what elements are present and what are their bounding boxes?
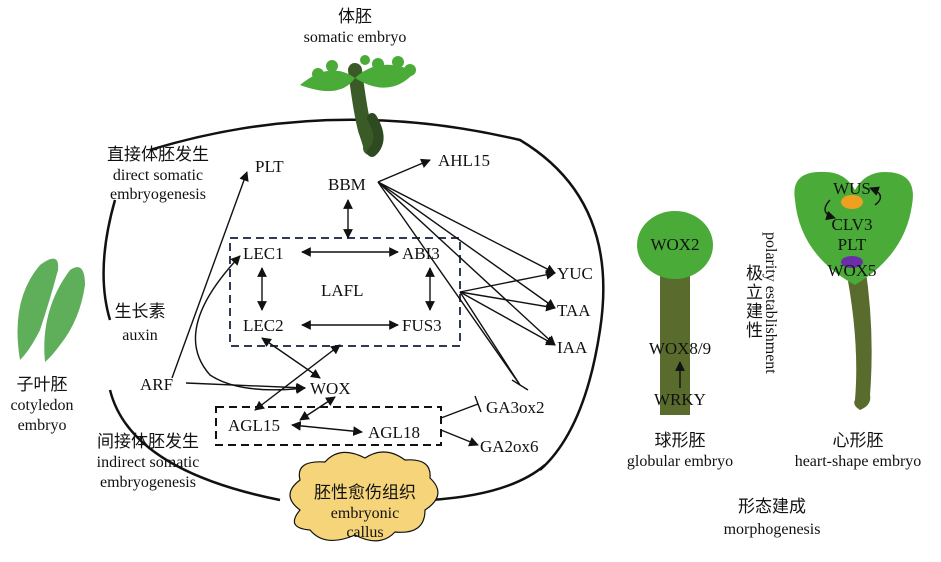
cotyledon-embryo-icon	[17, 258, 85, 362]
gene-wox5: WOX5	[827, 261, 876, 280]
somatic-embryo-icon	[300, 55, 416, 157]
gene-clv3: CLV3	[832, 215, 873, 234]
cycle-arc-bottom-right	[429, 464, 546, 502]
direct-en1: direct somatic	[113, 167, 203, 184]
heart-cn: 心形胚	[833, 431, 884, 451]
gene-arf: ARF	[140, 375, 173, 394]
gene-fus3: FUS3	[402, 316, 442, 335]
indirect-cn: 间接体胚发生	[97, 432, 199, 452]
top-embryo-en: somatic embryo	[304, 29, 407, 46]
globular-embryo-icon	[637, 211, 713, 415]
indirect-en1: indirect somatic	[97, 454, 200, 471]
gene-agl18: AGL18	[368, 423, 420, 442]
gene-ga3ox2: GA3ox2	[486, 398, 545, 417]
callus-cn: 胚性愈伤组织	[314, 483, 416, 503]
cycle-arc-top	[149, 118, 605, 471]
network-arrows	[171, 158, 556, 447]
cycle-arc-left	[102, 199, 117, 321]
auxin-en: auxin	[122, 327, 158, 344]
gene-lec1: LEC1	[243, 244, 284, 263]
direct-en2: embryogenesis	[110, 186, 206, 203]
gene-iaa: IAA	[557, 338, 588, 357]
heart-en: heart-shape embryo	[795, 453, 922, 470]
cotyledon-en1: cotyledon	[10, 397, 73, 414]
gene-plt: PLT	[255, 157, 284, 176]
polarity-cn: 极立建性	[742, 264, 763, 340]
direct-cn: 直接体胚发生	[107, 145, 209, 165]
top-embryo-cn: 体胚	[338, 7, 372, 27]
gene-lafl: LAFL	[321, 281, 364, 300]
gene-plt-heart: PLT	[838, 235, 867, 254]
indirect-en2: embryogenesis	[100, 474, 196, 491]
agl-box	[215, 406, 442, 446]
gene-wox2: WOX2	[650, 235, 699, 254]
polarity-en: polarity establishment	[762, 232, 779, 374]
gene-ahl15: AHL15	[438, 151, 490, 170]
cotyledon-en2: embryo	[18, 417, 67, 434]
callus-en1: embryonic	[331, 505, 399, 522]
gene-wox: WOX	[310, 379, 351, 398]
gene-abi3: ABI3	[402, 244, 440, 263]
gene-bbm: BBM	[328, 175, 366, 194]
heart-embryo-icon	[794, 171, 913, 410]
gene-wrky: WRKY	[654, 390, 706, 409]
gene-lec2: LEC2	[243, 316, 284, 335]
auxin-cn: 生长素	[115, 302, 166, 322]
callus-cloud	[289, 451, 439, 542]
gene-ga2ox6: GA2ox6	[480, 437, 539, 456]
gene-wus: WUS	[833, 179, 871, 198]
gene-agl15: AGL15	[228, 416, 280, 435]
cotyledon-cn: 子叶胚	[17, 375, 68, 395]
morpho-en: morphogenesis	[724, 521, 821, 538]
callus-en2: callus	[346, 524, 383, 541]
globular-en: globular embryo	[627, 453, 733, 470]
gene-taa: TAA	[557, 301, 591, 320]
globular-cn: 球形胚	[655, 431, 706, 451]
gene-yuc: YUC	[557, 264, 593, 283]
morpho-cn: 形态建成	[738, 497, 806, 517]
gene-wox89: WOX8/9	[649, 339, 711, 358]
cycle-arc-bottom-left	[108, 389, 281, 502]
